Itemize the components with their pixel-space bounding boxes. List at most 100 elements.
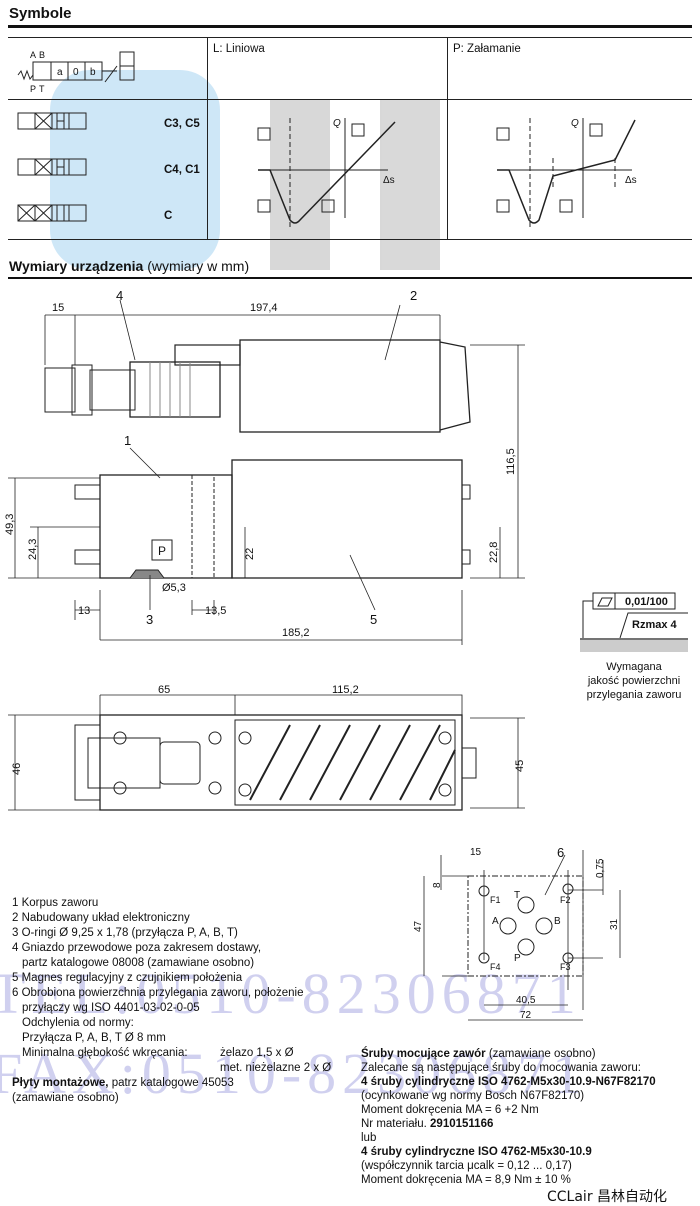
surface-spec: 0,01/100 Rzmax 4 Wymagana jakość powierz…: [580, 592, 688, 701]
watermark-logo: [20, 40, 540, 320]
dim-13: 13: [78, 605, 90, 617]
port-a: A: [492, 916, 499, 927]
divider: [8, 25, 692, 28]
roughness-value: Rzmax 4: [632, 619, 678, 631]
callout-5: 5: [370, 612, 377, 627]
screws-title: Śruby mocujące zawór (zamawiane osobno): [361, 1048, 596, 1060]
dim-22: 22: [244, 548, 256, 560]
screws-line: (ocynkowane wg normy Bosch N67F82170): [361, 1090, 585, 1102]
screws-line: Nr materiału. 2910151166: [361, 1118, 494, 1130]
linear-characteristic-chart: Q Δs: [257, 118, 396, 228]
flatness-value: 0,01/100: [625, 596, 668, 608]
hole-f3: F3: [560, 962, 571, 972]
watermark-fax: FAX:0510-82306871: [0, 1041, 588, 1106]
symbols-title: Symbole: [9, 5, 72, 22]
callout-1: 1: [124, 433, 131, 448]
divider: [8, 37, 692, 38]
watermark-tel: TEL:0510-82306871: [0, 961, 582, 1026]
dim-46: 46: [11, 763, 23, 775]
side-view-drawing: 15 197,4 4 2 1 3 5 P Ø5,3 13 13,5 185,2 …: [4, 288, 525, 645]
screws-info: Śruby mocujące zawór (zamawiane osobno) …: [361, 1047, 700, 1187]
plate-callout-6: 6: [557, 845, 564, 860]
callout-4: 4: [116, 288, 123, 303]
dim-185-2: 185,2: [282, 627, 310, 639]
spool-label: 0: [73, 67, 79, 78]
divider: [8, 277, 692, 279]
kink-characteristic-chart: Q Δs: [496, 118, 637, 228]
port-label: T: [39, 84, 45, 94]
callout-3: 3: [146, 612, 153, 627]
legend-item: 1 Korpus zaworu: [12, 897, 99, 909]
screws-line: lub: [361, 1132, 377, 1144]
port-p-label: P: [158, 544, 166, 558]
screws-line: Moment dokręcenia MA = 6 +2 Nm: [361, 1104, 539, 1116]
legend-item: met. nieżelazne 2 x Ø: [220, 1062, 332, 1074]
top-view-drawing: 65 115,2 46 45: [8, 684, 526, 811]
col-kink-header: P: Załamanie: [453, 43, 521, 55]
dim-197-4: 197,4: [250, 302, 278, 314]
spool-label: a: [57, 67, 63, 78]
legend-item: Minimalna głębokość wkręcania:żelazo 1,5…: [22, 1047, 294, 1059]
hole-f1: F1: [490, 895, 501, 905]
port-label: B: [39, 50, 45, 60]
plate-dim-40-5: 40,5: [516, 995, 536, 1006]
legend-item: 5 Magnes regulacyjny z czujnikiem położe…: [12, 972, 243, 984]
plate-dim-15: 15: [470, 847, 482, 858]
dimensions-title: Wymiary urządzenia (wymiary w mm): [9, 258, 249, 274]
divider: [447, 37, 448, 239]
dimensions-title-main: Wymiary urządzenia: [9, 258, 144, 274]
legend-list: 1 Korpus zaworu 2 Nabudowany układ elekt…: [12, 896, 357, 1106]
mounting-plates-order: (zamawiane osobno): [12, 1092, 119, 1104]
spool-label: b: [90, 67, 96, 78]
port-b: B: [554, 916, 561, 927]
col-linear-header: L: Liniowa: [213, 43, 265, 55]
surface-caption: jakość powierzchni: [587, 675, 680, 687]
plate-dim-8: 8: [432, 882, 443, 888]
port-t: T: [514, 890, 520, 901]
plate-dim-31: 31: [609, 918, 620, 930]
divider: [8, 99, 692, 100]
legend-item: 6 Obrobiona powierzchnia przylegania zaw…: [12, 987, 304, 999]
axis-s: Δs: [383, 175, 395, 186]
port-label: A: [30, 50, 36, 60]
legend-item: przyłączy wg ISO 4401-03-02-0-05: [22, 1002, 200, 1014]
dim-45: 45: [514, 760, 526, 772]
variant-label: C4, C1: [164, 164, 200, 176]
dimensions-subtitle: (wymiary w mm): [147, 258, 250, 274]
legend-item: 2 Nabudowany układ elektroniczny: [12, 912, 190, 924]
dim-24-3: 24,3: [27, 539, 39, 560]
dim-49-3: 49,3: [4, 514, 16, 535]
dim-65: 65: [158, 684, 170, 696]
dim-116-5: 116,5: [505, 448, 517, 475]
dim-22-8: 22,8: [488, 542, 500, 563]
legend-item: partz katalogowe 08008 (zamawiane osobno…: [22, 957, 255, 969]
axis-s: Δs: [625, 175, 637, 186]
legend-item: 3 O-ringi Ø 9,25 x 1,78 (przyłącza P, A,…: [12, 927, 238, 939]
legend-item: Odchylenia od normy:: [22, 1017, 134, 1029]
legend-item: 4 Gniazdo przewodowe poza zakresem dosta…: [12, 942, 262, 954]
dim-115-2: 115,2: [332, 684, 359, 696]
screws-line: 4 śruby cylindryczne ISO 4762-M5x30-10.9: [361, 1146, 592, 1158]
mounting-plate-drawing: 15 6 0,75 8 47 31 40,5 72 T A B P F1 F2 …: [413, 845, 621, 1021]
mounting-plates-note: Płyty montażowe, patrz katalogowe 45053: [12, 1077, 234, 1089]
variant-label: C3, C5: [164, 118, 200, 130]
plate-dim-0-75: 0,75: [595, 858, 606, 878]
screws-line: (współczynnik tarcia μcalk = 0,12 ... 0,…: [361, 1160, 572, 1172]
screws-line: Zalecane są następujące śruby do mocowan…: [361, 1062, 641, 1074]
brand-watermark: CCLair 昌林自动化: [545, 1189, 670, 1205]
hole-f2: F2: [560, 895, 571, 905]
screws-line: 4 śruby cylindryczne ISO 4762-M5x30-10.9…: [361, 1076, 656, 1088]
divider: [8, 239, 692, 240]
dim-5-3: Ø5,3: [162, 582, 186, 594]
axis-q: Q: [571, 118, 579, 129]
valve-symbol: A B P T a 0 b: [17, 50, 135, 94]
legend-item: Przyłącza P, A, B, T Ø 8 mm: [22, 1032, 166, 1044]
callout-2: 2: [410, 288, 417, 303]
plate-dim-47: 47: [413, 920, 424, 932]
hole-f4: F4: [490, 962, 501, 972]
port-label: P: [30, 84, 36, 94]
dim-15: 15: [52, 302, 64, 314]
surface-caption: Wymagana: [606, 661, 662, 673]
divider: [207, 37, 208, 239]
